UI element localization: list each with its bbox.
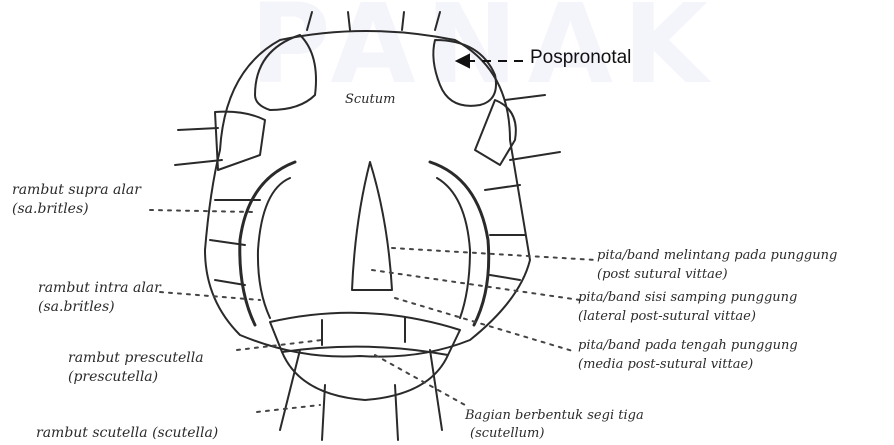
label-sisi-1: pita/band sisi samping punggung [578, 290, 797, 306]
leader-tengah [395, 298, 576, 352]
hair-bottom-2 [322, 385, 325, 440]
spine-top-3 [402, 12, 404, 30]
hair-bottom-1 [280, 350, 300, 430]
leader-melintang [392, 248, 596, 260]
hair-bottom-4 [430, 350, 442, 430]
label-melintang-2: (post sutural vittae) [597, 267, 728, 283]
band-left-outer [240, 162, 295, 325]
leader-supra-alar [150, 210, 253, 212]
pospronotal-left [255, 35, 316, 110]
label-melintang-1: pita/band melintang pada punggung [597, 248, 837, 264]
hair-bottom-3 [395, 385, 398, 440]
label-segitiga-2: (scutellum) [470, 426, 544, 442]
spine-top-1 [307, 12, 312, 30]
label-scutella: rambut scutella (scutella) [36, 425, 218, 441]
label-tengah-1: pita/band pada tengah punggung [578, 338, 798, 354]
spine-top-2 [348, 12, 350, 30]
scutellum-outline [282, 352, 448, 400]
pospronotal-right [433, 40, 496, 106]
band-right-inner [437, 178, 470, 318]
label-prescutella-2: (prescutella) [68, 369, 158, 385]
spine-side-left-2 [175, 160, 222, 165]
label-intra-alar-2: (sa.britles) [38, 299, 115, 315]
pospronotal-arrow-head [457, 55, 469, 67]
leader-sisi [372, 270, 580, 300]
rib-right-1 [485, 185, 520, 190]
spine-top-4 [435, 12, 440, 30]
label-tengah-2: (media post-sutural vittae) [578, 357, 753, 373]
spine-side-right-2 [510, 152, 560, 160]
label-scutum: Scutum [345, 92, 395, 108]
rib-right-3 [490, 275, 520, 280]
humeral-left [215, 112, 265, 170]
label-supra-alar-2: (sa.britles) [12, 201, 89, 217]
label-prescutella-1: rambut prescutella [68, 350, 204, 366]
label-sisi-2: (lateral post-sutural vittae) [578, 309, 756, 325]
label-supra-alar-1: rambut supra alar [12, 182, 141, 198]
band-right-outer [430, 162, 489, 325]
prescutellar-plate [270, 313, 460, 355]
leader-scutella [257, 405, 320, 412]
spine-side-left-1 [178, 128, 218, 130]
label-segitiga-1: Bagian berbentuk segi tiga [465, 408, 644, 424]
spine-side-right-1 [505, 95, 545, 100]
label-intra-alar-1: rambut intra alar [38, 280, 161, 296]
label-pospronotal: Pospronotal [530, 50, 631, 66]
band-left-inner [258, 178, 290, 318]
